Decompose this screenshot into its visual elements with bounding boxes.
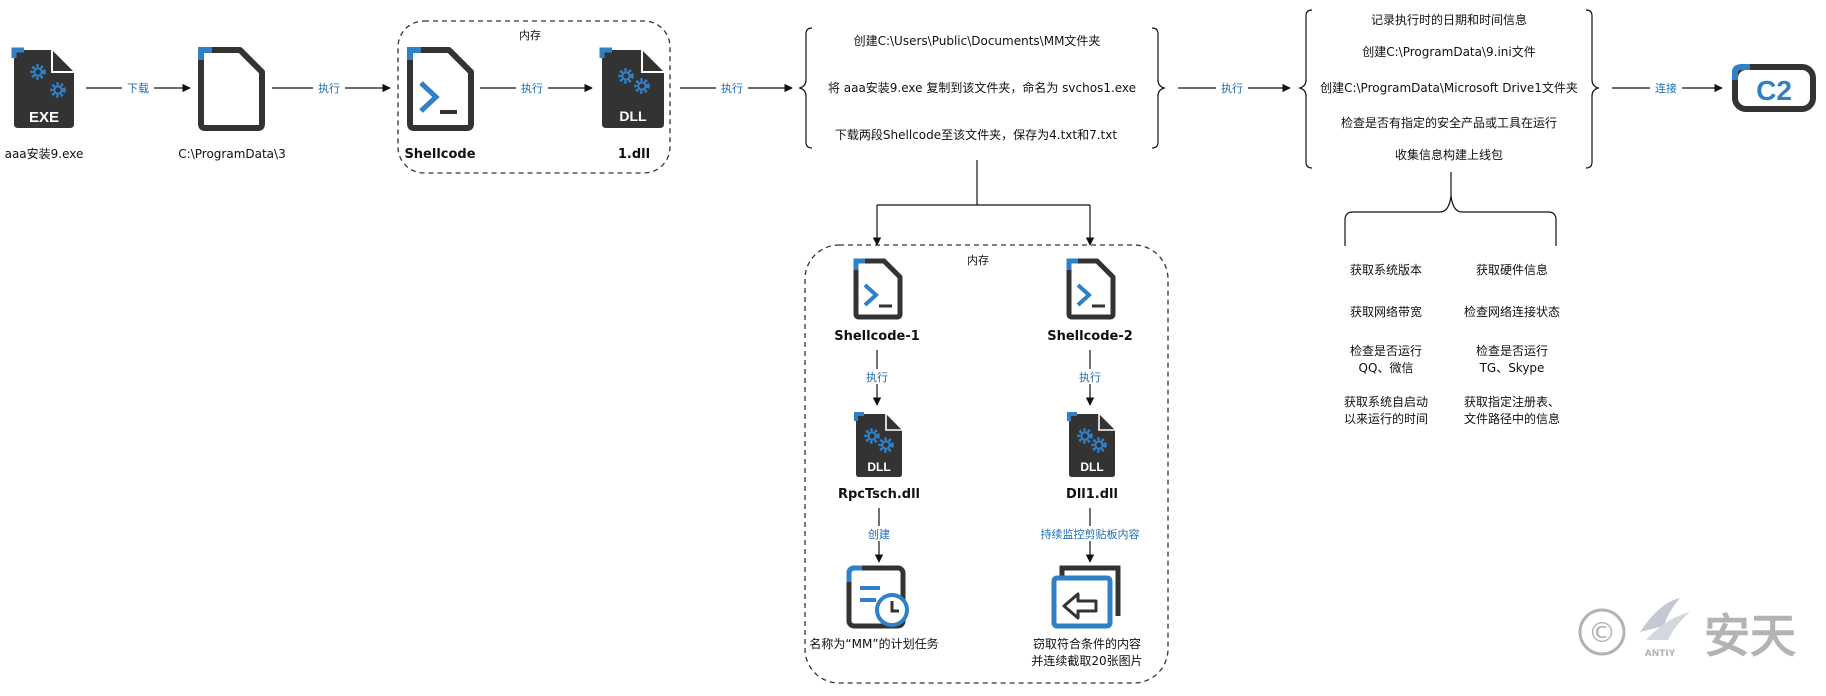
collect-item: 以来运行的时间 (1344, 411, 1428, 426)
collect-item: 检查网络连接状态 (1464, 304, 1560, 319)
memory-group-bottom: 内存 (804, 244, 1169, 684)
info-line: 记录执行时的日期和时间信息 (1371, 12, 1527, 27)
scheduled-task-node: 名称为“MM”的计划任务 (809, 565, 939, 651)
collect-item: 获取指定注册表、 (1464, 394, 1560, 409)
edge-monitor: 持续监控剪贴板内容 (1036, 508, 1144, 563)
info-line: 收集信息构建上线包 (1395, 147, 1503, 162)
dll-icon-text: DLL (867, 460, 890, 474)
shellcode-file-icon (1066, 258, 1116, 320)
exe-icon-text: EXE (29, 109, 59, 126)
collect-items: 获取系统版本 获取硬件信息 获取网络带宽 检查网络连接状态 检查是否运行 QQ、… (1344, 262, 1560, 426)
dll-icon-text: DLL (1080, 460, 1103, 474)
edge-label: 执行 (521, 81, 543, 95)
scheduled-task-label: 名称为“MM”的计划任务 (809, 636, 938, 651)
edge-exec-1: 执行 (272, 80, 391, 95)
steps-line: 将 aaa安装9.exe 复制到该文件夹，命名为 svchos1.exe (828, 80, 1136, 95)
edge-connect: 连接 (1612, 80, 1723, 95)
clipboard-theft-label-line: 窃取符合条件的内容 (1033, 636, 1141, 651)
edge-label: 执行 (1079, 370, 1101, 384)
scheduled-task-icon (846, 565, 909, 629)
dll-file-icon: DLL (854, 412, 902, 477)
exe-file-label: aaa安装9.exe (5, 146, 84, 161)
steps-line: 下载两段Shellcode至该文件夹，保存为4.txt和7.txt (835, 127, 1117, 142)
shellcode-file-icon (407, 47, 474, 131)
edge-label: 连接 (1655, 82, 1677, 95)
antiy-logo-icon (1640, 598, 1690, 640)
edge-exec-sc2: 执行 (1074, 350, 1106, 406)
rpctsch-dll-label: RpcTsch.dll (838, 487, 920, 502)
shellcode-1-node: Shellcode-1 (834, 258, 920, 344)
collect-item: 获取系统自启动 (1344, 395, 1428, 409)
edge-exec-sc1: 执行 (861, 350, 893, 406)
collect-item: 检查是否运行 (1350, 343, 1422, 358)
c2-icon-text: C2 (1756, 75, 1792, 106)
clipboard-theft-label-line: 并连续截取20张图片 (1031, 653, 1142, 668)
exe-file-node: EXE aaa安装9.exe (5, 47, 84, 161)
edge-label: 执行 (318, 81, 340, 95)
antiy-watermark: © ANTIY 安天 (1578, 598, 1796, 663)
shellcode-1-label: Shellcode-1 (834, 329, 920, 344)
edge-label: 执行 (866, 370, 888, 384)
edge-exec-2: 执行 (480, 80, 593, 95)
edge-label: 持续监控剪贴板内容 (1041, 527, 1140, 541)
shellcode-file-icon (853, 258, 903, 320)
collect-item: TG、Skype (1479, 361, 1545, 375)
shellcode-2-node: Shellcode-2 (1047, 258, 1133, 344)
info-line: 创建C:\ProgramData\9.ini文件 (1362, 44, 1536, 59)
clipboard-theft-node: 窃取符合条件的内容 并连续截取20张图片 (1031, 565, 1143, 668)
copyright-symbol: © (1588, 616, 1616, 649)
shellcode-node: Shellcode (404, 47, 476, 162)
edge-download: 下载 (86, 80, 191, 95)
dll-file-icon: DLL (1067, 412, 1115, 477)
shellcode-label: Shellcode (404, 147, 475, 162)
exe-file-icon: EXE (11, 47, 74, 128)
programdata-file-node: C:\ProgramData\3 (178, 47, 286, 161)
programdata-file-label: C:\ProgramData\3 (178, 147, 285, 161)
collect-brace (1344, 172, 1557, 246)
edge-label: 执行 (721, 81, 743, 95)
edge-create: 创建 (863, 508, 895, 563)
steps-block: 创建C:\Users\Public\Documents\MM文件夹 将 aaa安… (798, 27, 1166, 149)
collect-item: 获取系统版本 (1350, 263, 1422, 277)
shellcode-2-label: Shellcode-2 (1047, 329, 1133, 344)
antiy-small-text: ANTIY (1645, 649, 1676, 659)
steps-line: 创建C:\Users\Public\Documents\MM文件夹 (854, 33, 1101, 48)
dll-icon-text: DLL (619, 108, 647, 124)
edge-label: 执行 (1221, 81, 1243, 95)
dll-file-icon: DLL (599, 47, 664, 128)
dll-file-node: DLL 1.dll (599, 47, 664, 162)
rpctsch-dll-node: DLL RpcTsch.dll (838, 412, 920, 502)
collect-item: 获取硬件信息 (1476, 262, 1548, 277)
collect-item: 检查是否运行 (1476, 343, 1548, 358)
edge-label: 下载 (127, 82, 149, 95)
info-line: 检查是否有指定的安全产品或工具在运行 (1341, 115, 1557, 130)
c2-node: C2 (1732, 64, 1816, 112)
info-line: 创建C:\ProgramData\Microsoft Drive1文件夹 (1320, 80, 1578, 95)
clipboard-steal-icon (1051, 565, 1121, 629)
antiy-brand-text: 安天 (1704, 609, 1796, 663)
memory-group-top: 内存 (397, 20, 671, 174)
edge-exec-3: 执行 (680, 80, 793, 95)
collect-item: 获取网络带宽 (1350, 304, 1422, 319)
memory-group-title: 内存 (967, 253, 989, 267)
dll1-dll-label: Dll1.dll (1066, 487, 1118, 502)
file-icon (198, 47, 265, 131)
edge-split (872, 160, 1095, 246)
collect-item: QQ、微信 (1359, 361, 1414, 375)
memory-group-title: 内存 (519, 28, 541, 42)
dll1-dll-node: DLL Dll1.dll (1066, 412, 1118, 502)
dll-file-label: 1.dll (618, 147, 650, 162)
info-block: 记录执行时的日期和时间信息 创建C:\ProgramData\9.ini文件 创… (1298, 9, 1600, 169)
edge-exec-4: 执行 (1178, 80, 1291, 95)
c2-server-icon: C2 (1732, 64, 1816, 112)
edge-label: 创建 (868, 527, 890, 541)
collect-item: 文件路径中的信息 (1464, 411, 1560, 426)
